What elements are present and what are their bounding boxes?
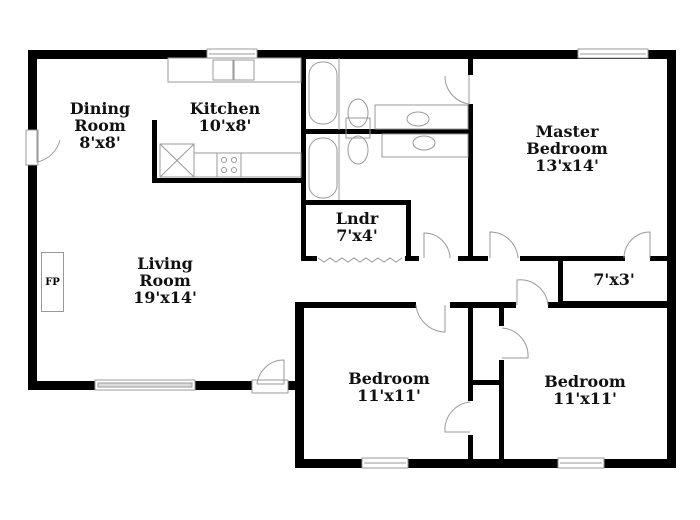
room-size: 7'x4' [336,226,378,245]
wall-bedroom2-left-1 [499,306,504,326]
room-label-kitchen: Kitchen 10'x8' [190,100,261,134]
wall-bedroom2-left-2 [499,360,504,463]
window-kitchen [206,48,258,59]
room-name: Bedroom [526,139,608,158]
room-size: 11'x11' [553,389,617,408]
kitchen-counter-top [167,57,302,83]
door-master [489,231,519,259]
window-bedroom1 [361,457,409,469]
exterior-wall-right [667,50,676,468]
room-label-laundry: Lndr 7'x4' [336,210,379,244]
wall-hall-top-5 [650,256,670,261]
wall-bedroom1-top-2 [450,302,516,308]
exterior-wall-bottom [295,459,676,468]
room-label-living: Living Room 19'x14' [133,255,197,306]
wall-bedroom1-right-1 [468,306,473,401]
room-name: Bedroom [348,369,430,388]
wall-closet-left [558,256,563,306]
room-label-bedroom1: Bedroom 11'x11' [348,370,430,404]
fireplace: FP [41,252,64,312]
kitchen-counter-bottom [159,143,302,178]
door-master-closet [623,231,651,259]
vanity-upper [374,104,469,130]
wall-laundry-right [406,200,411,260]
wall-bath-middle [304,129,472,134]
room-size: 8'x8' [79,133,121,152]
room-label-dining: Dining Room 8'x8' [70,100,130,151]
window-living [94,379,196,391]
room-name: Room [74,116,126,135]
exterior-wall-left-lower [28,165,37,390]
wall-hall-top-4 [520,256,625,261]
wall-bedroom2-top [548,302,670,308]
toilet [345,98,371,165]
door-living-exterior [251,359,289,394]
room-label-bedroom2: Bedroom 11'x11' [544,373,626,407]
room-size: 7'x3' [593,270,635,289]
room-name: Living [137,254,193,273]
door-master-bath [444,75,470,105]
wall-hall-top-3 [458,256,488,261]
wall-kitchen-divider [152,120,157,182]
door-dining-exterior [25,129,61,166]
wall-master-left [468,55,473,75]
room-name: Master [535,122,599,141]
vanity-lower [381,133,469,158]
door-bedroom2-hall [516,279,549,306]
bathtub-upper [308,58,340,130]
door-hall-bath [423,232,451,259]
room-name: Dining [69,99,131,118]
room-label-closet: 7'x3' [593,271,635,288]
room-name: Kitchen [189,99,261,118]
wall-master-left-2 [468,104,473,260]
room-name: Room [139,271,191,290]
wall-closet2-mid [470,380,502,385]
exterior-wall-bedroom-left [295,302,304,468]
window-master [577,48,649,59]
fireplace-label: FP [45,276,60,288]
wall-laundry-top [304,200,410,205]
wall-hall-top-2 [405,256,419,261]
wall-bedroom1-top-1 [298,302,416,308]
wall-bedroom1-right-2 [468,435,473,463]
door-bedroom1-closet [444,401,471,433]
door-bedroom1 [415,304,446,333]
wall-hall-top-1 [301,256,317,261]
bathtub-lower [308,134,340,200]
wall-bath-left [301,55,306,260]
room-size: 13'x14' [535,156,599,175]
window-bedroom2 [557,457,605,469]
room-size: 19'x14' [133,288,197,307]
room-name: Lndr [335,209,379,228]
room-size: 10'x8' [198,116,252,135]
wall-kitchen-bottom [152,178,304,183]
room-label-master: Master Bedroom 13'x14' [526,123,608,174]
exterior-wall-top [28,50,676,59]
room-name: Bedroom [544,372,626,391]
exterior-wall-left-upper [28,50,37,130]
laundry-bifold-door [317,257,403,263]
room-size: 11'x11' [357,386,421,405]
door-bedroom2-closet [501,327,529,359]
